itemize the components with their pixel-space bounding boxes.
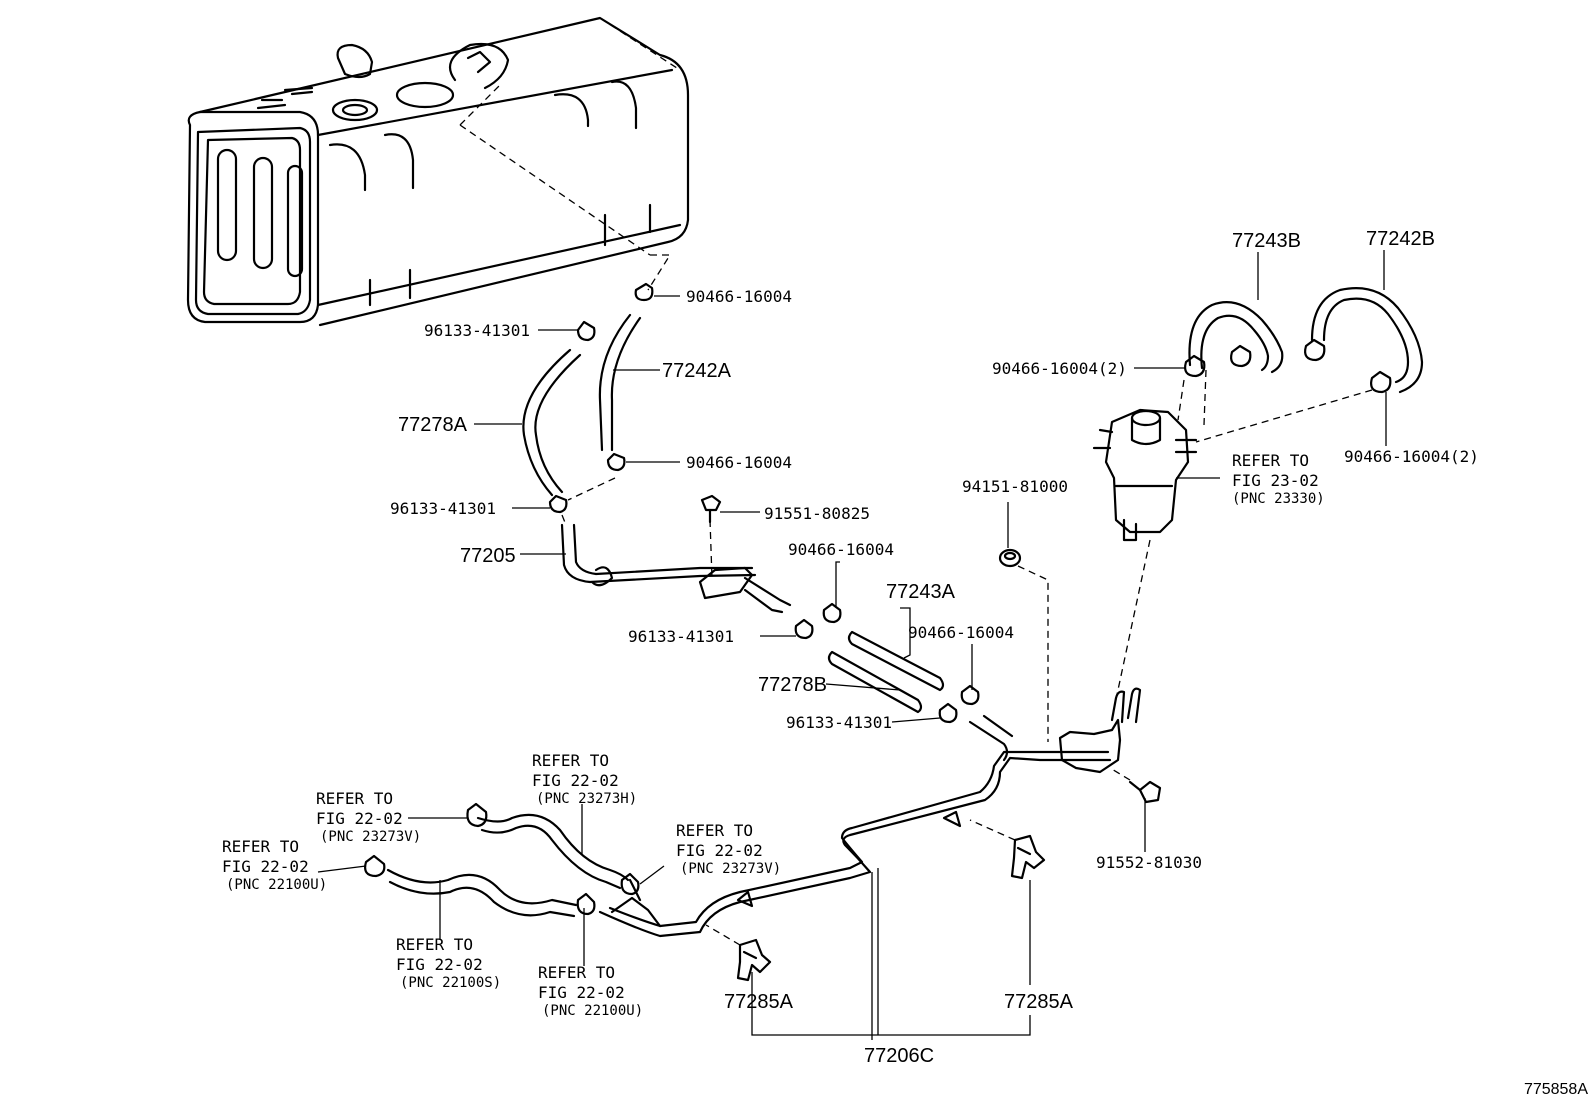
pipe-77205 <box>560 519 792 614</box>
part-label-96133-d: 96133-41301 <box>786 713 892 732</box>
clamp-icon <box>576 320 596 342</box>
clamp-icon <box>822 602 842 624</box>
ref-note-23273V-right: REFER TO FIG 22-02 (PNC 23273V) <box>676 821 781 877</box>
clamp-icon <box>466 802 488 828</box>
hose-77278A <box>522 348 582 497</box>
part-label-77278B: 77278B <box>758 674 827 696</box>
pipe-77206C <box>598 687 1142 938</box>
bolt-icon <box>700 494 722 524</box>
fuel-tank <box>186 16 690 327</box>
clamp-icon <box>1370 370 1392 394</box>
clamp-icon <box>1304 338 1326 362</box>
ref-line: FIG 23-02 <box>1232 471 1319 490</box>
ref-line: FIG 22-02 <box>676 841 763 860</box>
hose-22100U <box>386 868 578 918</box>
part-label-77285A-right: 77285A <box>1004 991 1074 1013</box>
clip-77285A-icon <box>736 938 772 982</box>
ref-line: REFER TO <box>676 821 753 840</box>
ref-note-22100U-top: REFER TO FIG 22-02 (PNC 22100U) <box>222 837 327 893</box>
clamp-icon <box>548 494 568 514</box>
part-label-77206C: 77206C <box>864 1045 934 1067</box>
hose-77243B <box>1188 301 1284 374</box>
ref-line: (PNC 22100U) <box>542 1003 643 1019</box>
part-label-90466-top: 90466-16004 <box>686 287 792 306</box>
part-label-77243A: 77243A <box>886 581 956 603</box>
diagram-id: 775858A <box>1524 1081 1588 1098</box>
ref-line: (PNC 23273H) <box>536 791 637 807</box>
part-label-77278A: 77278A <box>398 414 468 436</box>
hose-23273V <box>476 813 630 890</box>
clamp-icon <box>576 892 596 916</box>
part-label-90466-2a: 90466-16004(2) <box>992 359 1127 378</box>
hose-77243A <box>847 630 945 692</box>
clamp-icon <box>1184 354 1206 378</box>
hose-77242B <box>1310 287 1424 394</box>
leader-lines <box>317 250 1387 1040</box>
ref-line: REFER TO <box>532 751 609 770</box>
ref-line: (PNC 23330) <box>1232 491 1325 507</box>
ref-line: FIG 22-02 <box>538 983 625 1002</box>
ref-note-23273V-left: REFER TO FIG 22-02 (PNC 23273V) <box>316 789 421 845</box>
grommet-icon <box>998 548 1022 568</box>
ref-line: FIG 22-02 <box>316 809 403 828</box>
ref-line: REFER TO <box>538 963 615 982</box>
clamp-icon <box>364 854 386 878</box>
clamp-icon <box>938 702 958 724</box>
ref-line: (PNC 23273V) <box>320 829 421 845</box>
clamp-icon <box>1230 344 1252 368</box>
clamp-icon <box>634 282 654 302</box>
part-label-77285A-left: 77285A <box>724 991 794 1013</box>
ref-line: FIG 22-02 <box>532 771 619 790</box>
hose-77242A <box>598 313 642 452</box>
part-label-77242A: 77242A <box>662 360 732 382</box>
part-label-77243B: 77243B <box>1232 230 1301 252</box>
ref-note-23330: REFER TO FIG 23-02 (PNC 23330) <box>1232 451 1325 507</box>
part-label-94151: 94151-81000 <box>962 477 1068 496</box>
ref-line: REFER TO <box>1232 451 1309 470</box>
clamp-icon <box>620 872 640 896</box>
ref-line: (PNC 22100U) <box>226 877 327 893</box>
part-label-90466-2b: 90466-16004(2) <box>1344 447 1479 466</box>
hose-77278B <box>827 650 923 714</box>
part-label-90466-d: 90466-16004 <box>908 623 1014 642</box>
part-label-77205: 77205 <box>460 545 516 567</box>
ref-note-22100S: REFER TO FIG 22-02 (PNC 22100S) <box>396 935 501 991</box>
ref-line: REFER TO <box>316 789 393 808</box>
ref-line: REFER TO <box>396 935 473 954</box>
ref-line: REFER TO <box>222 837 299 856</box>
part-label-96133-c: 96133-41301 <box>628 627 734 646</box>
ref-line: (PNC 22100S) <box>400 975 501 991</box>
part-label-90466-mid: 90466-16004 <box>686 453 792 472</box>
ref-note-23273H: REFER TO FIG 22-02 (PNC 23273H) <box>532 751 637 807</box>
ref-note-22100U-bottom: REFER TO FIG 22-02 (PNC 22100U) <box>538 963 643 1019</box>
part-label-91552: 91552-81030 <box>1096 853 1202 872</box>
ref-line: (PNC 23273V) <box>680 861 781 877</box>
part-label-91551: 91551-80825 <box>764 504 870 523</box>
clamp-icon <box>606 452 626 472</box>
part-label-90466-c: 90466-16004 <box>788 540 894 559</box>
part-label-96133-a: 96133-41301 <box>424 321 530 340</box>
part-label-96133-b: 96133-41301 <box>390 499 496 518</box>
clamp-icon <box>794 618 814 640</box>
clip-77285A-icon <box>1010 834 1046 880</box>
charcoal-canister <box>1092 408 1198 542</box>
part-label-77242B: 77242B <box>1366 228 1435 250</box>
ref-line: FIG 22-02 <box>396 955 483 974</box>
clamp-icon <box>960 684 980 706</box>
ref-line: FIG 22-02 <box>222 857 309 876</box>
